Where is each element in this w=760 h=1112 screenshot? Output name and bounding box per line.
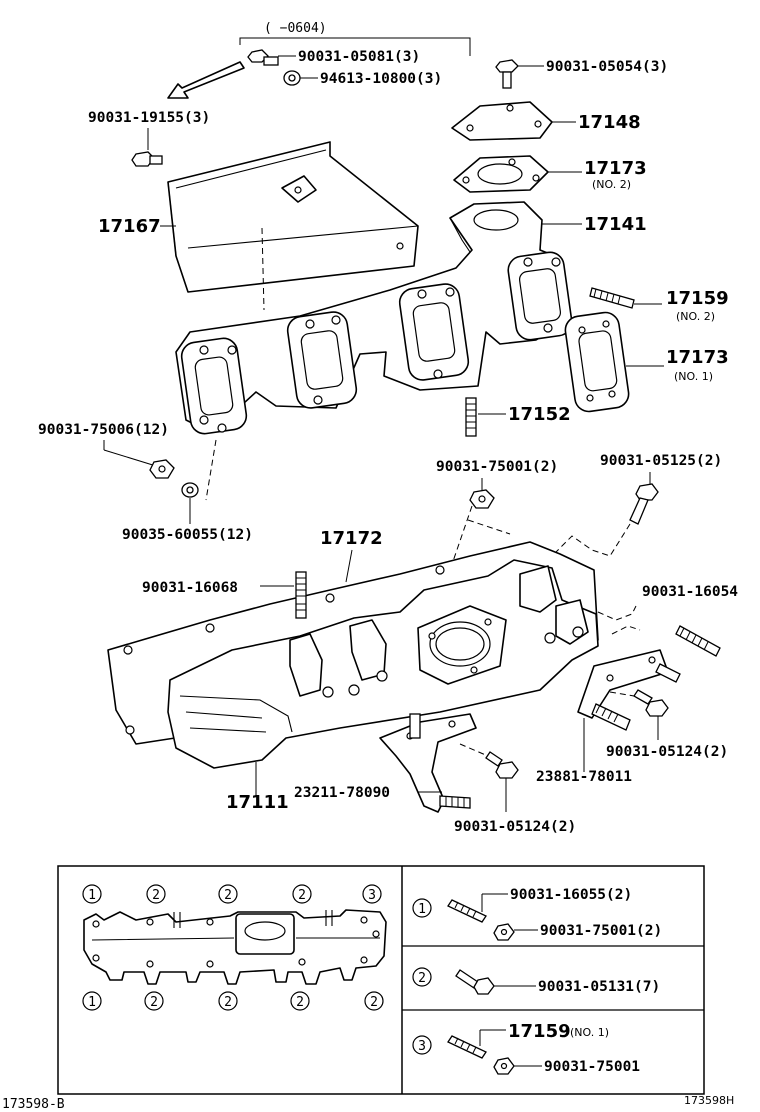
callout-23881-78011[interactable]: 23881-78011	[536, 769, 632, 785]
callout-90031-75006[interactable]: 90031-75006(12)	[38, 422, 169, 438]
callout-90031-19155[interactable]: 90031-19155(3)	[88, 110, 210, 126]
footer-right-code: 173598H	[684, 1094, 734, 1107]
legend-row-2-key: 2	[418, 971, 426, 986]
nut-90031-75006[interactable]	[149, 459, 175, 479]
legend-bottom-markers: 1 2 2 2 2	[82, 991, 384, 1011]
legend-row-1-part-1[interactable]: 90031-16055(2)	[510, 887, 632, 903]
callout-90031-05124-right[interactable]: 90031-05124(2)	[606, 744, 728, 760]
legend-top-marker-3: 2	[224, 888, 232, 903]
washer-90035-60055[interactable]	[181, 482, 199, 498]
callout-17173-no2-sub: (NO. 2)	[592, 178, 631, 191]
washer-94613-10800[interactable]	[283, 70, 301, 86]
callout-17159-no2[interactable]: 17159	[666, 288, 729, 309]
callout-90035-60055[interactable]: 90035-60055(12)	[122, 527, 253, 543]
legend-top-marker-5: 3	[368, 888, 376, 903]
bolt-90031-05054[interactable]	[495, 59, 519, 89]
callout-90031-05081[interactable]: 90031-05081(3)	[298, 49, 420, 65]
callout-17141[interactable]: 17141	[584, 214, 647, 235]
callout-17111[interactable]: 17111	[226, 792, 289, 813]
legend-row-1-key: 1	[418, 902, 426, 917]
stud-17159-no2[interactable]	[589, 287, 635, 309]
callout-90031-16068[interactable]: 90031-16068	[142, 580, 238, 596]
legend-row-3: 3 17159 (NO. 1) 90031-75001	[412, 1021, 640, 1075]
legend-bottom-marker-5: 2	[370, 995, 378, 1010]
nut-90031-75001-top[interactable]	[469, 489, 495, 509]
bolt-90031-05124-right[interactable]	[633, 689, 669, 717]
callout-17173-no1-sub: (NO. 1)	[674, 370, 713, 383]
callout-17172[interactable]: 17172	[320, 528, 383, 549]
footer-left-code: 173598-B	[2, 1097, 65, 1112]
cover-plate-17148[interactable]	[451, 101, 553, 141]
exhaust-manifold-17141[interactable]	[175, 201, 574, 435]
legend-bottom-marker-1: 1	[88, 995, 96, 1010]
legend-box	[57, 865, 705, 1095]
legend-row-1-part-2[interactable]: 90031-75001(2)	[540, 923, 662, 939]
callout-17152[interactable]: 17152	[508, 404, 571, 425]
callout-90031-05054[interactable]: 90031-05054(3)	[546, 59, 668, 75]
callout-17173-no1[interactable]: 17173	[666, 347, 729, 368]
bolt-90031-05081[interactable]	[247, 49, 279, 66]
top-bracket-group: ( −0604)	[239, 21, 471, 56]
callout-23211-78090[interactable]: 23211-78090	[294, 785, 390, 801]
callout-17159-no2-sub: (NO. 2)	[676, 310, 715, 323]
stud-90031-16068[interactable]	[295, 571, 307, 619]
legend-top-marker-1: 1	[88, 888, 96, 903]
header-note: ( −0604)	[264, 21, 327, 36]
callout-90031-75001-top[interactable]: 90031-75001(2)	[436, 459, 558, 475]
legend-bottom-marker-2: 2	[150, 995, 158, 1010]
stud-on-bracket[interactable]	[591, 663, 681, 731]
bracket-23881-78011[interactable]	[577, 649, 669, 719]
callout-17148[interactable]: 17148	[578, 112, 641, 133]
legend-stud-icon	[447, 899, 487, 923]
exhaust-manifold-17111[interactable]	[167, 559, 599, 769]
stud-on-stay[interactable]	[409, 713, 471, 809]
callout-94613-10800[interactable]: 94613-10800(3)	[320, 71, 442, 87]
callout-17173-no2[interactable]: 17173	[584, 158, 647, 179]
legend-top-markers: 1 2 2 2 3	[82, 884, 382, 904]
legend-row-3-sub: (NO. 1)	[570, 1026, 609, 1039]
legend-row-3-key: 3	[418, 1039, 426, 1054]
legend-row-3-part-2[interactable]: 90031-75001	[544, 1059, 640, 1075]
stud-90031-16054[interactable]	[675, 625, 721, 657]
bolt-90031-19155[interactable]	[131, 151, 163, 167]
callout-90031-05124-bottom[interactable]: 90031-05124(2)	[454, 819, 576, 835]
legend-manifold-outline	[83, 909, 387, 985]
legend-bottom-marker-3: 2	[224, 995, 232, 1010]
callout-17167[interactable]: 17167	[98, 216, 161, 237]
legend-nut-icon-2	[493, 1057, 515, 1075]
legend-top-marker-2: 2	[152, 888, 160, 903]
callout-90031-16054[interactable]: 90031-16054	[642, 584, 738, 600]
legend-nut-icon	[493, 923, 515, 941]
heat-shield-17167[interactable]	[167, 141, 419, 293]
legend-row-2-part-1[interactable]: 90031-05131(7)	[538, 979, 660, 995]
legend-bottom-marker-4: 2	[296, 995, 304, 1010]
legend-bolt-icon	[455, 969, 495, 995]
legend-row-2: 2 90031-05131(7)	[412, 967, 660, 995]
legend-stud-icon-2	[447, 1035, 487, 1059]
callout-90031-05125[interactable]: 90031-05125(2)	[600, 453, 722, 469]
bolt-90031-05125[interactable]	[629, 483, 659, 525]
stud-17152[interactable]	[465, 397, 477, 437]
legend-row-1: 1 90031-16055(2) 90031-75001(2)	[412, 887, 662, 941]
legend-row-3-part-1[interactable]: 17159	[508, 1021, 571, 1042]
gasket-17173-no2[interactable]	[453, 155, 549, 193]
bolt-90031-05124-bottom[interactable]	[485, 751, 519, 779]
legend-top-marker-4: 2	[298, 888, 306, 903]
gasket-17173-no1[interactable]	[564, 311, 631, 414]
direction-arrow-icon	[167, 61, 245, 99]
